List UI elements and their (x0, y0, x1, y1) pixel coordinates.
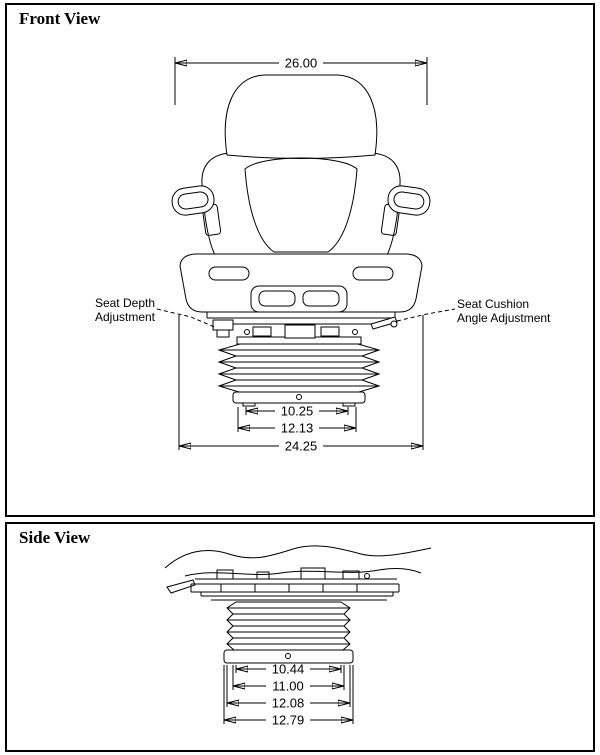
cushion-angle-leader-line (396, 308, 456, 322)
seat-backrest (201, 152, 401, 258)
front-dim-inner-label: 10.25 (281, 404, 314, 419)
base-bolt (296, 394, 302, 400)
side-dim-4: 12.79 (223, 665, 354, 728)
side-view-title: Side View (19, 528, 91, 547)
front-dim-base-label: 24.25 (285, 439, 318, 454)
side-view-panel: Side View (5, 522, 595, 752)
seat-cushion (179, 253, 423, 313)
seat-cushion-angle-lever (370, 316, 398, 330)
side-dim-4-label: 12.79 (272, 713, 305, 728)
front-dim-inner-width: 10.25 (245, 404, 349, 419)
cushion-angle-label-line1: Seat Cushion (457, 297, 529, 311)
armrest-left (171, 185, 222, 236)
seat-depth-label-line1: Seat Depth (95, 296, 155, 310)
front-base-plate (232, 391, 366, 407)
base-bolt (285, 653, 291, 659)
side-adjust-lever (166, 579, 196, 594)
seat-depth-adjust-knob (212, 319, 234, 331)
front-adjustment-mechanism (206, 312, 398, 345)
side-adjustment-mechanism (166, 567, 400, 601)
front-view-title: Front View (19, 9, 101, 28)
front-dim-base-width: 24.25 (178, 315, 424, 454)
cushion-angle-label-line2: Angle Adjustment (457, 311, 551, 325)
cushion-handle-right (352, 266, 394, 281)
front-view-drawing: 26.00 (95, 56, 551, 454)
side-dim-3: 12.08 (226, 665, 351, 711)
side-dim-1: 10.44 (235, 662, 342, 677)
seat-cushion-angle-callout: Seat Cushion Angle Adjustment (396, 297, 551, 325)
seat-depth-callout: Seat Depth Adjustment (95, 296, 218, 329)
side-dim-2: 11.00 (232, 665, 345, 694)
side-base-plate (223, 649, 354, 664)
front-dim-overall-width: 26.00 (174, 56, 428, 105)
cushion-handle-left (208, 266, 250, 281)
seat-headrest (224, 74, 378, 159)
side-dim-2-label: 11.00 (272, 679, 304, 694)
side-suspension-bellows (226, 601, 351, 651)
seat-depth-label-line2: Adjustment (95, 310, 156, 324)
backrest-cushion-contour (244, 157, 358, 253)
side-dim-1-label: 10.44 (272, 662, 305, 677)
break-lines (164, 545, 432, 577)
front-dim-top-label: 26.00 (285, 56, 318, 71)
front-dim-mid-width: 12.13 (237, 407, 357, 436)
side-view-drawing: 10.44 11.00 12.08 12.79 (164, 545, 432, 728)
front-dim-mid-label: 12.13 (281, 421, 314, 436)
armrest-right (380, 185, 431, 236)
front-view-panel: Front View 26.00 (5, 3, 595, 517)
cushion-center-recess (250, 285, 348, 313)
side-dim-3-label: 12.08 (272, 696, 305, 711)
front-suspension-bellows (217, 343, 381, 393)
